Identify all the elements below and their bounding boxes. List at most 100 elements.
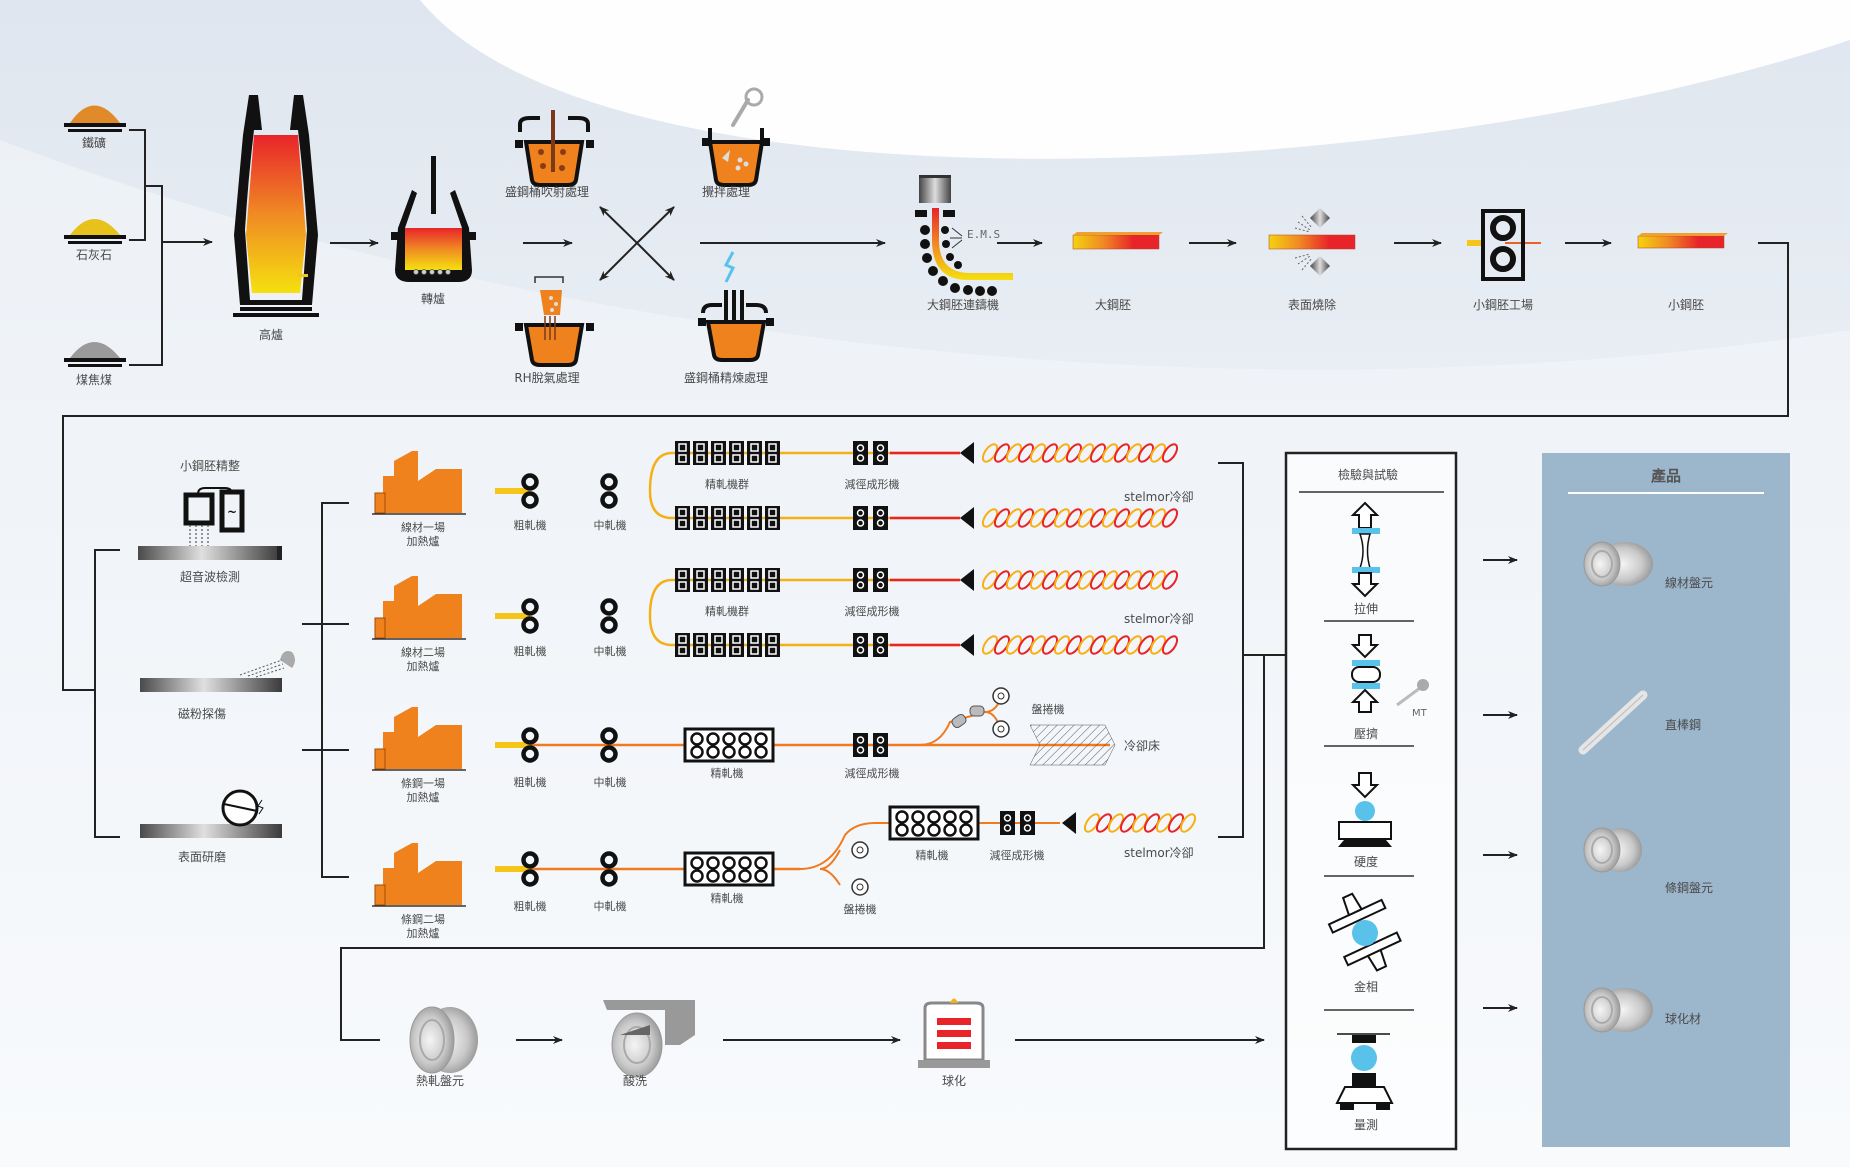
converter-label: 轉爐 [421, 291, 445, 306]
coal-pile-icon [70, 342, 120, 358]
reducing-mill-label: 減徑成形機 [845, 604, 900, 618]
intermediate-mill-label: 中軋機 [594, 518, 627, 532]
finishing-stand-group-icon [675, 568, 780, 592]
billet-mill: 小鋼胚工場 [1467, 209, 1541, 312]
mill-line-1: 粗軋機 中軋機 精軋機群 減徑成形機 stelmor冷卻 [495, 451, 1194, 532]
bracket-line [1218, 462, 1244, 838]
stirring-treatment: 攪拌處理 [702, 87, 770, 199]
cooling-bed-icon [1029, 724, 1116, 766]
connector-line [340, 655, 1265, 1041]
measurement-label: 量測 [1354, 1118, 1378, 1132]
rh-degassing: RH脫氣處理 [514, 276, 594, 385]
stelmor-coil-loops-icon [1083, 813, 1197, 833]
finishing-mill-icon [888, 805, 980, 841]
ultrasonic-label: 超音波檢測 [180, 569, 240, 584]
background-swoosh [420, 0, 1850, 159]
roughing-mill-label: 粗軋機 [514, 644, 547, 658]
finishing-mill-label: 精軋機 [711, 766, 744, 780]
lightning-icon [723, 251, 736, 283]
stelmor-coil-loops-icon [981, 570, 1179, 590]
product-spheroidized-label: 球化材 [1665, 1012, 1701, 1026]
metallography-icon [1327, 892, 1402, 972]
finishing-stand-group-icon [675, 506, 780, 530]
raw-material-coking-coal: 煤焦煤 [64, 342, 126, 387]
limestone-label: 石灰石 [76, 248, 112, 262]
mill-stand-icon [600, 727, 618, 763]
straight-bar-icon [1578, 690, 1648, 755]
spheroidizing-furnace: 球化 [918, 998, 990, 1088]
surface-grinding-label: 表面研磨 [178, 850, 226, 864]
pickling: 酸洗 [603, 1000, 695, 1088]
testing-panel: 檢驗與試驗 拉伸 MT 壓擠 [1284, 451, 1458, 1151]
hardness-label: 硬度 [1354, 854, 1378, 869]
ladle-refining: 盛鋼桶精煉處理 [684, 251, 774, 385]
scarfing: 表面燒除 [1268, 208, 1356, 312]
raw-material-limestone: 石灰石 [64, 219, 126, 262]
mill-line-4: 粗軋機 中軋機 精軋機 盤捲機 精軋機 減徑成形機 stelmor冷卻 [495, 822, 1194, 916]
measurement-icon [1335, 1033, 1394, 1110]
mill-line-2: 粗軋機 中軋機 精軋機群 減徑成形機 stelmor冷卻 [495, 578, 1194, 658]
laying-head-icon [960, 442, 974, 464]
stelmor-cooling-label: stelmor冷卻 [1124, 612, 1194, 626]
mill-stand-icon [521, 473, 539, 509]
product-straight-bar-label: 直棒鋼 [1665, 718, 1701, 732]
coal-label: 煤焦煤 [76, 373, 112, 387]
reducing-mill-icon [1000, 811, 1035, 835]
mill-stand-icon [521, 851, 539, 887]
billet: 小鋼胚 [1637, 233, 1728, 312]
ems-label: E.M.S [967, 228, 1000, 241]
roughing-mill-label: 粗軋機 [514, 899, 547, 913]
ladle-injection-label: 盛鋼桶吹射處理 [505, 184, 589, 199]
furnace-label: 條鋼二場 [401, 912, 445, 926]
products-title: 產品 [1650, 467, 1681, 485]
bracket-line [94, 549, 120, 838]
billet-label: 小鋼胚 [1668, 298, 1704, 312]
billet-mill-label: 小鋼胚工場 [1473, 298, 1533, 312]
stelmor-coil-loops-icon [981, 443, 1179, 463]
ladle-injection: 盛鋼桶吹射處理 [505, 110, 594, 199]
bracket-line [321, 502, 349, 878]
reducing-mill-icon [853, 441, 888, 465]
ultrasonic-testing: ~ 超音波檢測 [138, 487, 282, 584]
hot-rolled-coil-label: 熱軋盤元 [416, 1074, 464, 1088]
limestone-pile-icon [70, 219, 120, 235]
pickling-label: 酸洗 [623, 1073, 647, 1088]
finishing-mill-label: 精軋機 [711, 891, 744, 905]
reducing-mill-icon [853, 506, 888, 530]
furnace-label: 條鋼一場 [401, 776, 445, 790]
bloom-caster: E.M.S 大鋼胚連鑄機 [915, 175, 1013, 312]
intermediate-mill-label: 中軋機 [594, 644, 627, 658]
furnace-label: 加熱爐 [407, 534, 440, 548]
roughing-mill-label: 粗軋機 [514, 518, 547, 532]
stelmor-cooling-label: stelmor冷卻 [1124, 846, 1194, 860]
finishing-stand-group-icon [675, 441, 780, 465]
coiler-label: 盤捲機 [1032, 702, 1065, 716]
blast-furnace: 高爐 [233, 95, 319, 342]
magnetic-label: 磁粉探傷 [178, 706, 226, 721]
hot-rolled-coil: 熱軋盤元 [409, 1006, 478, 1088]
furnace-label: 加熱爐 [407, 790, 440, 804]
mill-stand-icon [600, 473, 618, 509]
stirring-label: 攪拌處理 [702, 184, 750, 199]
stelmor-cooling-label: stelmor冷卻 [1124, 490, 1194, 504]
bar-coil-icon [1583, 827, 1642, 873]
blast-furnace-label: 高爐 [259, 327, 283, 342]
laying-head-icon [960, 569, 974, 591]
laying-head-icon [1062, 812, 1076, 834]
raw-material-iron-ore: 鐵礦 [64, 105, 126, 150]
reducing-mill-icon [853, 568, 888, 592]
laying-head-icon [960, 634, 974, 656]
furnace-label: 加熱爐 [407, 926, 440, 940]
rh-degassing-label: RH脫氣處理 [514, 370, 579, 385]
stelmor-coil-loops-icon [981, 635, 1179, 655]
reducing-mill-icon [853, 733, 888, 757]
finishing-mill-icon [683, 727, 775, 763]
products-panel: 產品 線材盤元 直棒鋼 條鋼盤元 球化材 [1542, 453, 1790, 1147]
mill-stands [521, 441, 1197, 887]
reducing-mill-label: 減徑成形機 [845, 766, 900, 780]
furnace-label: 線材一場 [401, 520, 445, 534]
magnetic-particle-inspection: 磁粉探傷 [140, 651, 295, 721]
finishing-mill-label: 精軋機群 [705, 477, 749, 491]
